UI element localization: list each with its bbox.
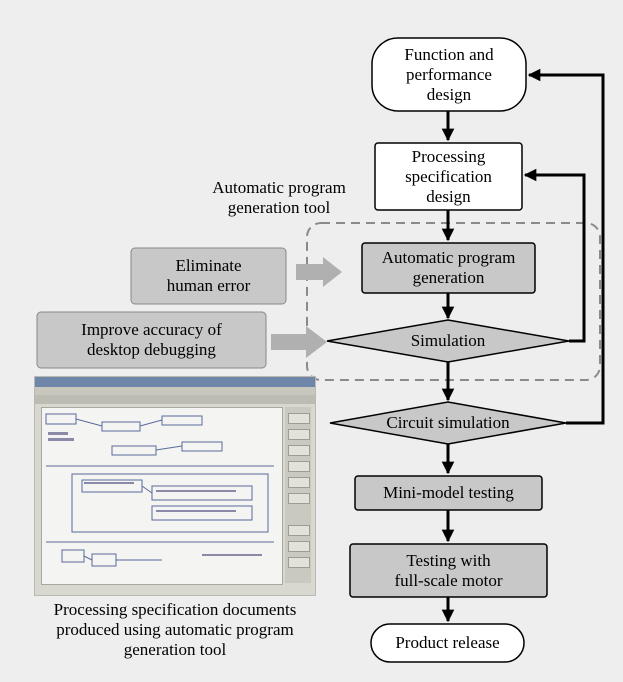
screenshot-side-button xyxy=(288,525,310,536)
screenshot-side-button xyxy=(288,461,310,472)
gray-arrow-human-error xyxy=(296,257,342,287)
mini-model-testing-label: Mini-model testing xyxy=(383,483,514,502)
screenshot-side-button xyxy=(288,429,310,440)
processing-spec-screenshot xyxy=(34,376,316,596)
screenshot-document-canvas xyxy=(41,407,283,585)
screenshot-side-panel xyxy=(285,407,311,583)
auto-program-generation-label: Automatic program generation xyxy=(381,248,516,287)
function-design-label: Function and performance design xyxy=(404,44,494,104)
circuit-simulation-label: Circuit simulation xyxy=(386,413,510,432)
gray-arrow-accuracy xyxy=(271,326,327,358)
screenshot-menubar xyxy=(35,387,315,395)
screenshot-caption: Processing specification documents produ… xyxy=(53,600,297,659)
screenshot-side-button xyxy=(288,413,310,424)
screenshot-side-button xyxy=(288,445,310,456)
screenshot-titlebar xyxy=(35,377,315,387)
full-scale-testing-label: Testing with full-scale motor xyxy=(394,550,503,590)
screenshot-side-button xyxy=(288,493,310,504)
processing-spec-label: Processing specification design xyxy=(405,146,492,206)
feedback-simulation-to-processing xyxy=(523,168,586,343)
screenshot-side-button xyxy=(288,557,310,568)
feedback-circuit-to-function xyxy=(527,68,605,425)
eliminate-human-error-box xyxy=(130,247,287,305)
tool-group-label: Automatic program generation tool xyxy=(212,178,346,217)
screenshot-side-button xyxy=(288,477,310,488)
screenshot-schematic xyxy=(45,413,274,567)
eliminate-human-error-label: Eliminate human error xyxy=(166,256,251,295)
tool-group-dashed-box xyxy=(306,222,601,381)
product-release-node xyxy=(370,623,525,663)
improve-accuracy-box xyxy=(36,311,267,369)
improve-accuracy-label: Improve accuracy of desktop debugging xyxy=(81,320,222,359)
simulation-label: Simulation xyxy=(410,331,486,350)
screenshot-toolbar xyxy=(35,395,315,404)
screenshot-side-button xyxy=(288,541,310,552)
product-release-label: Product release xyxy=(395,633,500,652)
